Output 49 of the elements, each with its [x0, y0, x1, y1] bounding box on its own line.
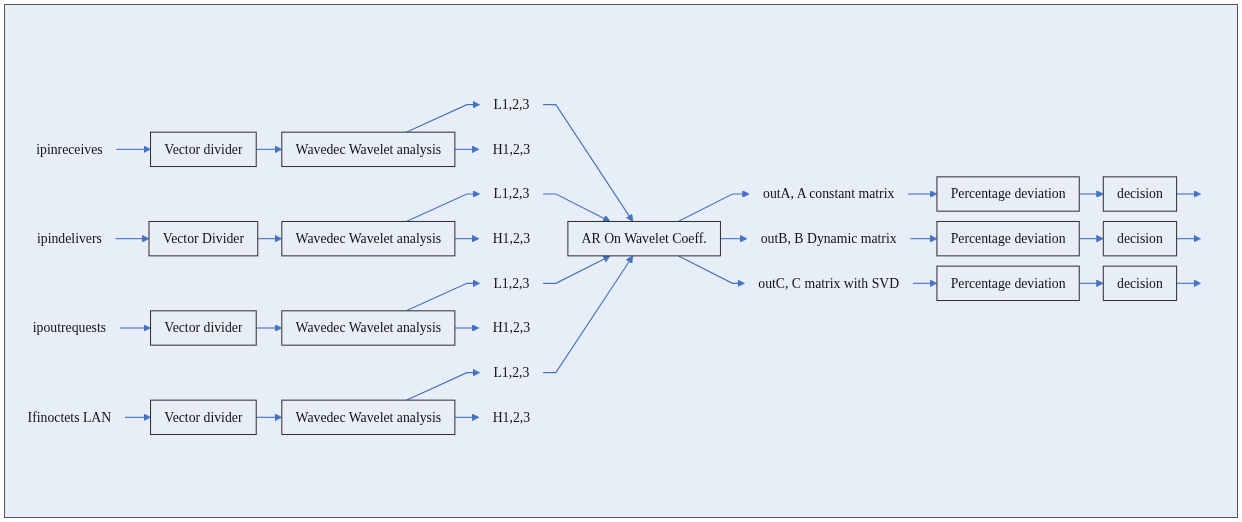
node-text: ipinreceives — [36, 141, 103, 157]
arrow — [542, 255, 611, 284]
node-box: Vector divider — [150, 399, 257, 435]
arrow — [454, 413, 480, 422]
node-box: AR On Wavelet Coeff. — [567, 220, 721, 257]
node-text: outC, C matrix with SVD — [758, 275, 900, 291]
node-text: L1,2,3 — [493, 275, 530, 291]
node-box: Vector divider — [150, 131, 257, 168]
arrow — [405, 190, 481, 223]
arrow — [119, 324, 151, 332]
arrow — [115, 145, 151, 154]
node-box: Percentage deviation — [936, 176, 1080, 212]
node-text: ipoutrequests — [32, 320, 107, 335]
arrow — [542, 193, 611, 222]
node-text: H1,2,3 — [492, 230, 531, 246]
node-text: H1,2,3 — [492, 141, 531, 157]
node-box: Vector divider — [150, 310, 257, 346]
node-text: H1,2,3 — [492, 320, 531, 335]
node-text: Ifinoctets LAN — [27, 409, 112, 425]
node-box: Wavedec Wavelet analysis — [281, 131, 456, 168]
arrow — [677, 255, 745, 288]
node-text: L1,2,3 — [493, 364, 530, 380]
arrow — [124, 413, 151, 422]
node-box: Percentage deviation — [936, 220, 1080, 257]
node-text: L1,2,3 — [493, 186, 530, 201]
node-box: decision — [1102, 220, 1178, 257]
arrow — [542, 104, 634, 222]
node-box: Wavedec Wavelet analysis — [281, 399, 456, 435]
node-text: ipindelivers — [36, 230, 102, 246]
arrow — [1176, 234, 1201, 243]
arrow — [405, 368, 481, 401]
node-box: Wavedec Wavelet analysis — [281, 310, 456, 346]
arrow — [1176, 279, 1201, 288]
node-text: outA, A constant matrix — [763, 186, 895, 201]
node-box: decision — [1102, 265, 1178, 302]
arrow — [454, 324, 480, 332]
node-text: outB, B Dynamic matrix — [760, 230, 897, 246]
node-box: decision — [1102, 176, 1178, 212]
arrow — [454, 234, 480, 243]
node-box: Vector Divider — [148, 220, 259, 257]
arrow — [405, 100, 481, 133]
node-box: Wavedec Wavelet analysis — [281, 220, 456, 257]
node-box: Percentage deviation — [936, 265, 1080, 302]
arrow — [1176, 190, 1201, 198]
arrow — [677, 190, 750, 223]
node-text: H1,2,3 — [492, 409, 531, 425]
arrow — [454, 145, 480, 154]
node-text: L1,2,3 — [493, 96, 530, 112]
arrow — [542, 255, 634, 374]
